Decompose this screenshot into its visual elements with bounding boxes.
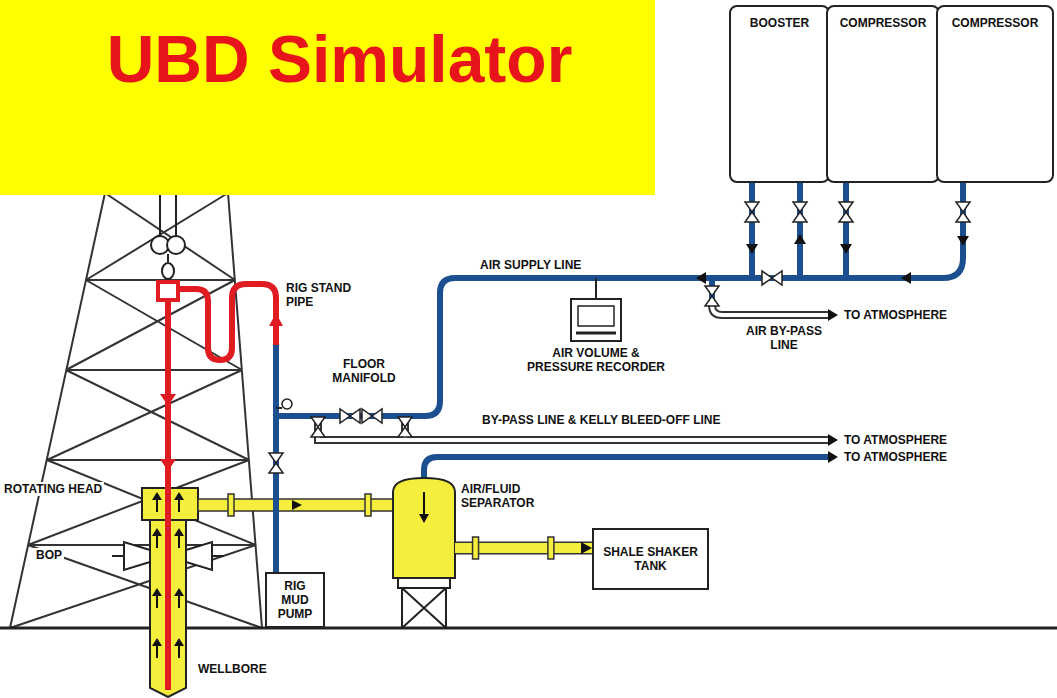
flange bbox=[365, 494, 371, 516]
drill-string bbox=[165, 300, 171, 690]
arrow-head bbox=[581, 542, 592, 554]
valve bbox=[762, 271, 782, 285]
valve bbox=[311, 417, 325, 437]
line-label: AIR BY-PASS LINE bbox=[734, 324, 834, 352]
separator-arrow bbox=[419, 514, 429, 523]
line-label: RIG STAND PIPE bbox=[284, 281, 370, 309]
valve bbox=[362, 409, 382, 423]
flow-arrow bbox=[160, 394, 176, 406]
flange bbox=[228, 494, 234, 516]
title-text: UBD Simulator bbox=[24, 22, 655, 96]
line-label: FLOOR MANIFOLD bbox=[322, 357, 406, 385]
line-label: WELLBORE bbox=[196, 662, 269, 676]
node-text: AIR/FLUID SEPARATOR bbox=[461, 482, 553, 510]
vent-line bbox=[318, 302, 828, 440]
valve bbox=[793, 202, 807, 222]
compressor-box: COMPRESSOR bbox=[936, 5, 1054, 183]
line-label: AIR SUPPLY LINE bbox=[478, 258, 583, 272]
recorder-chart bbox=[578, 306, 614, 326]
line-label: ROTATING HEAD bbox=[2, 482, 104, 496]
separator-base bbox=[398, 578, 450, 588]
separator-vessel bbox=[393, 478, 455, 578]
node-text: COMPRESSOR bbox=[828, 16, 938, 30]
flow-arrow bbox=[292, 500, 302, 510]
node-text: RIG MUD PUMP bbox=[270, 579, 320, 621]
pressure-gauge bbox=[282, 399, 292, 409]
compressor-box: COMPRESSOR bbox=[826, 5, 940, 183]
node-text: AIR VOLUME & PRESSURE RECORDER bbox=[526, 346, 666, 374]
separator-node: AIR/FLUID SEPARATOR bbox=[393, 478, 455, 578]
line-label: BY-PASS LINE & KELLY BLEED-OFF LINE bbox=[480, 413, 722, 427]
flow-arrow bbox=[269, 313, 283, 326]
valve bbox=[745, 202, 759, 222]
node-text: COMPRESSOR bbox=[938, 16, 1052, 30]
sheave bbox=[167, 236, 185, 254]
line-label: TO ATMOSPHERE bbox=[842, 433, 949, 447]
valve bbox=[705, 286, 719, 306]
kelly bbox=[158, 282, 178, 300]
separator-arrow-shaft bbox=[423, 492, 425, 516]
vent-line-outline bbox=[318, 302, 828, 440]
swivel bbox=[162, 263, 174, 279]
valve bbox=[839, 202, 853, 222]
flow-arrow bbox=[160, 459, 176, 471]
derrick bbox=[10, 193, 262, 628]
line-label: TO ATMOSPHERE bbox=[842, 450, 949, 464]
rotary-hose bbox=[178, 284, 276, 360]
valve bbox=[398, 417, 412, 437]
shaker-tank-box: SHALE SHAKER TANK bbox=[592, 528, 709, 590]
line-label: BOP bbox=[34, 548, 64, 562]
flange bbox=[473, 537, 479, 559]
valve bbox=[340, 409, 360, 423]
node-text: BOOSTER bbox=[731, 16, 828, 30]
line-label: TO ATMOSPHERE bbox=[842, 308, 949, 322]
recorder-base bbox=[576, 332, 616, 335]
air-line bbox=[276, 183, 963, 572]
pipe-connector bbox=[455, 537, 592, 559]
flange bbox=[548, 537, 554, 559]
mud-pump-box: RIG MUD PUMP bbox=[265, 572, 325, 628]
gauge-stem bbox=[276, 407, 282, 409]
booster-box: BOOSTER bbox=[729, 5, 830, 183]
annulus-arrows bbox=[152, 492, 184, 646]
separator-stand bbox=[402, 588, 446, 628]
valve bbox=[956, 202, 970, 222]
flow-arrows bbox=[696, 234, 969, 463]
node-text: SHALE SHAKER TANK bbox=[597, 545, 704, 573]
title-banner: UBD Simulator bbox=[0, 0, 655, 195]
valve bbox=[269, 453, 283, 473]
recorder-stem bbox=[595, 278, 597, 298]
annulus-arrow-shafts bbox=[157, 496, 179, 658]
recorder-box: AIR VOLUME & PRESSURE RECORDER bbox=[570, 298, 622, 342]
